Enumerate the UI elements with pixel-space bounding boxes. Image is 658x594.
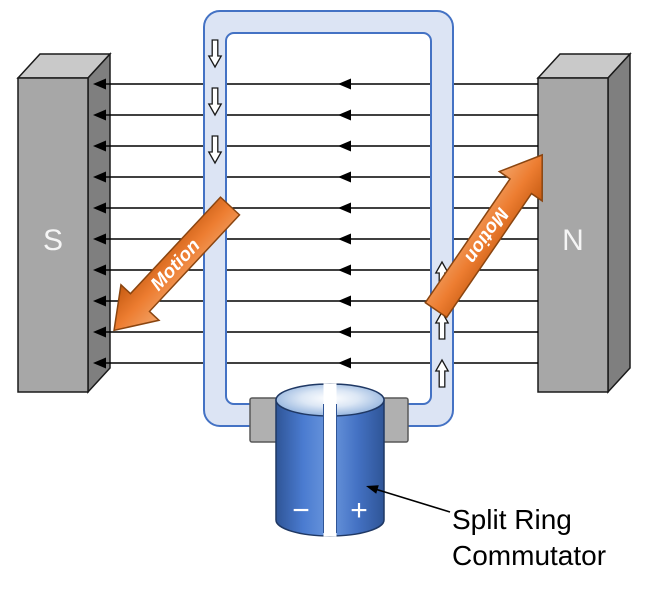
- caption-line-2: Commutator: [452, 540, 606, 571]
- caption-pointer-line: [374, 488, 451, 513]
- field-lines: [93, 78, 538, 369]
- field-line-arrowhead: [93, 233, 106, 245]
- field-line-arrowhead: [338, 140, 351, 152]
- caption-line-1: Split Ring: [452, 504, 572, 535]
- field-line-arrowhead: [338, 264, 351, 276]
- current-arrow-down: [207, 39, 223, 69]
- field-line-arrowhead: [338, 202, 351, 214]
- field-line-arrowhead: [338, 78, 351, 90]
- coil-current-arrows: [207, 39, 450, 388]
- positive-terminal-label: +: [350, 494, 368, 527]
- left-magnet: S: [16, 52, 112, 394]
- left-magnet-front-face: [17, 77, 89, 393]
- field-line-arrowhead: [338, 171, 351, 183]
- field-line-arrowhead: [93, 326, 106, 338]
- field-line-arrowhead: [93, 357, 106, 369]
- right-magnet: N: [536, 52, 632, 394]
- commutator-split-gap: [323, 383, 337, 537]
- caption-pointer-arrowhead: [366, 485, 379, 494]
- current-arrow-down: [207, 87, 223, 117]
- field-line-arrowhead: [93, 78, 106, 90]
- right-magnet-side-face: [607, 52, 631, 394]
- caption: Split Ring Commutator: [452, 504, 606, 571]
- field-line-arrowhead: [93, 264, 106, 276]
- right-magnet-front-face: [537, 77, 609, 393]
- right-motion-arrow-shape: [424, 153, 543, 319]
- field-line-arrowhead: [93, 295, 106, 307]
- current-arrow-down: [207, 135, 223, 165]
- current-arrow-up: [434, 310, 450, 340]
- field-line-arrowhead: [338, 109, 351, 121]
- left-motion-arrow-shape: [113, 196, 241, 332]
- field-line-arrowhead: [338, 233, 351, 245]
- current-arrow-up: [434, 358, 450, 388]
- north-pole-label: N: [562, 224, 584, 257]
- field-line-arrowhead: [338, 326, 351, 338]
- left-magnet-side-face: [87, 52, 111, 394]
- split-ring-commutator: − +: [275, 383, 385, 537]
- field-line-arrowhead: [93, 171, 106, 183]
- field-line-arrowhead: [93, 109, 106, 121]
- coil-loop: [203, 10, 454, 427]
- field-line-arrowhead: [93, 140, 106, 152]
- field-line-arrowhead: [338, 357, 351, 369]
- negative-terminal-label: −: [292, 494, 310, 527]
- south-pole-label: S: [43, 224, 63, 257]
- field-line-arrowhead: [93, 202, 106, 214]
- field-line-arrowhead: [338, 295, 351, 307]
